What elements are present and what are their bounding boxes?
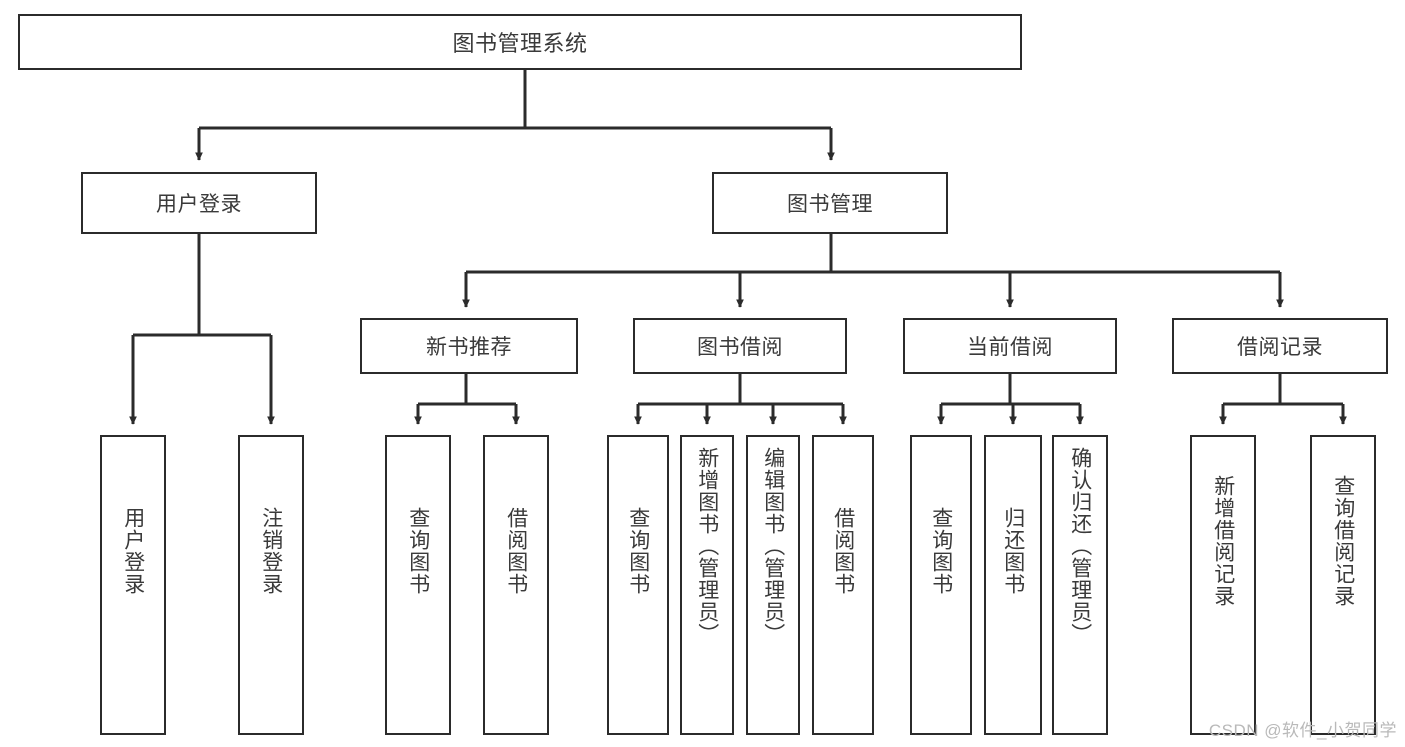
node-leaf-user-login-label: 用户登录	[121, 507, 145, 595]
node-new-book-rec[interactable]: 新书推荐	[360, 318, 578, 374]
node-leaf-confirm-return[interactable]: 确认归还（管理员）	[1052, 435, 1108, 735]
node-leaf-borrow-book-2-label: 借阅图书	[831, 507, 855, 595]
node-user-login-label: 用户登录	[156, 193, 242, 216]
node-leaf-query-book-2-label: 查询图书	[626, 507, 650, 595]
node-leaf-query-book-3-label: 查询图书	[929, 507, 953, 595]
node-borrow-record[interactable]: 借阅记录	[1172, 318, 1388, 374]
node-leaf-user-logout-label: 注销登录	[259, 507, 283, 595]
node-leaf-query-book-3[interactable]: 查询图书	[910, 435, 972, 735]
node-new-book-rec-label: 新书推荐	[426, 336, 512, 359]
watermark-text: CSDN @软件_小贺同学	[1208, 721, 1397, 740]
node-leaf-add-book-label: 新增图书（管理员）	[695, 447, 719, 645]
node-leaf-query-record[interactable]: 查询借阅记录	[1310, 435, 1376, 735]
node-borrow-record-label: 借阅记录	[1237, 336, 1323, 359]
node-leaf-borrow-book-2[interactable]: 借阅图书	[812, 435, 874, 735]
node-leaf-add-book[interactable]: 新增图书（管理员）	[680, 435, 734, 735]
node-leaf-query-record-label: 查询借阅记录	[1331, 475, 1355, 607]
node-leaf-edit-book[interactable]: 编辑图书（管理员）	[746, 435, 800, 735]
node-book-manage-label: 图书管理	[787, 193, 873, 216]
node-leaf-add-record[interactable]: 新增借阅记录	[1190, 435, 1256, 735]
node-leaf-query-book-2[interactable]: 查询图书	[607, 435, 669, 735]
node-book-borrow[interactable]: 图书借阅	[633, 318, 847, 374]
node-leaf-user-login[interactable]: 用户登录	[100, 435, 166, 735]
node-current-borrow[interactable]: 当前借阅	[903, 318, 1117, 374]
node-leaf-borrow-book-1-label: 借阅图书	[504, 507, 528, 595]
node-leaf-query-book-1[interactable]: 查询图书	[385, 435, 451, 735]
node-user-login[interactable]: 用户登录	[81, 172, 317, 234]
node-root[interactable]: 图书管理系统	[18, 14, 1022, 70]
node-leaf-return-book-label: 归还图书	[1001, 507, 1025, 595]
node-leaf-borrow-book-1[interactable]: 借阅图书	[483, 435, 549, 735]
node-leaf-return-book[interactable]: 归还图书	[984, 435, 1042, 735]
node-leaf-edit-book-label: 编辑图书（管理员）	[761, 447, 785, 645]
node-root-label: 图书管理系统	[452, 31, 588, 56]
node-leaf-add-record-label: 新增借阅记录	[1211, 475, 1235, 607]
node-leaf-confirm-return-label: 确认归还（管理员）	[1068, 447, 1092, 645]
node-book-manage[interactable]: 图书管理	[712, 172, 948, 234]
node-leaf-query-book-1-label: 查询图书	[406, 507, 430, 595]
node-current-borrow-label: 当前借阅	[967, 336, 1053, 359]
node-leaf-user-logout[interactable]: 注销登录	[238, 435, 304, 735]
node-book-borrow-label: 图书借阅	[697, 336, 783, 359]
